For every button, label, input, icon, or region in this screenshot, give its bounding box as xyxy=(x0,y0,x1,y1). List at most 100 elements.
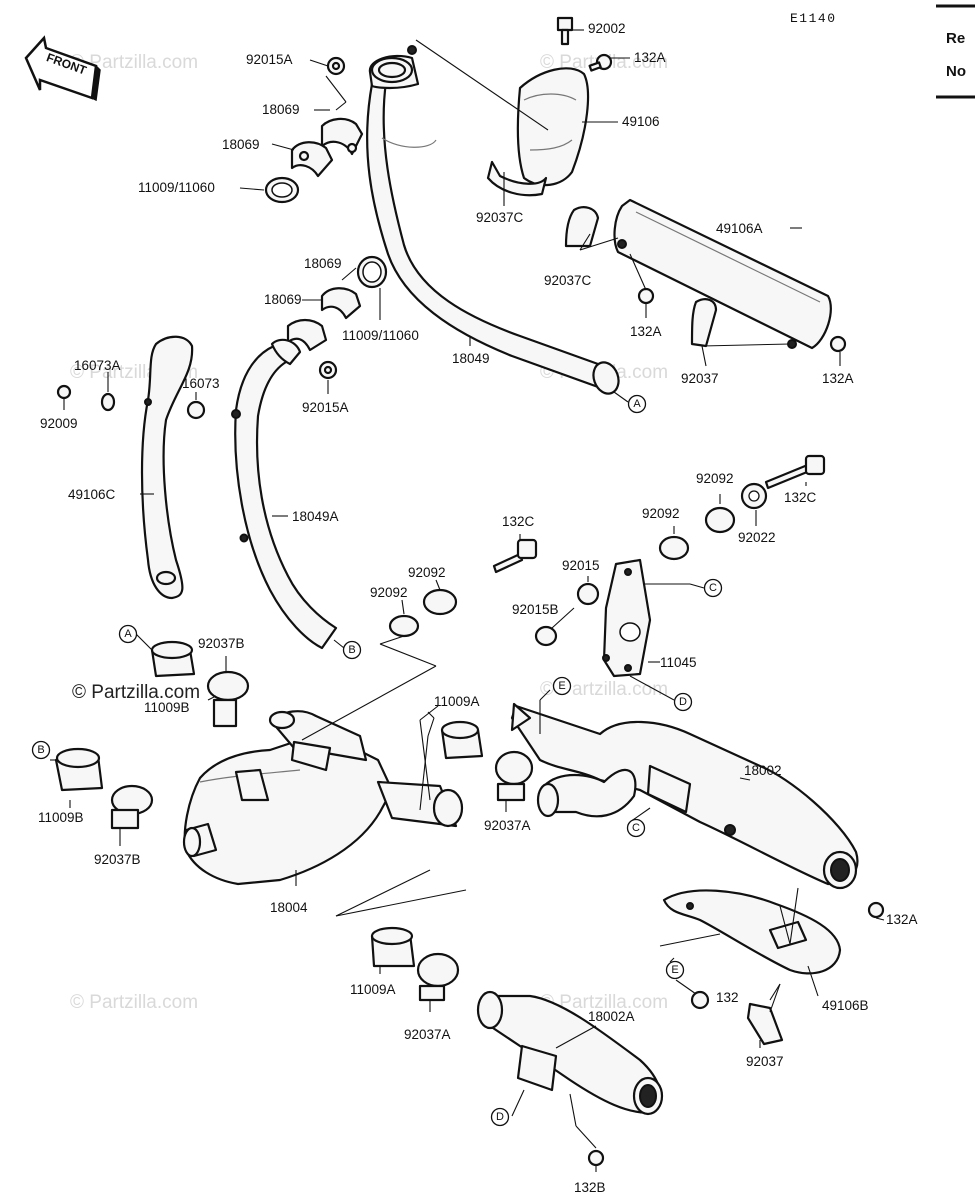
label-92022: 92022 xyxy=(738,530,776,545)
label-92092-2: 92092 xyxy=(370,585,408,600)
label-132A-right: 132A xyxy=(822,371,854,386)
ref-C-top: C xyxy=(703,578,723,598)
bolt-132A-lower xyxy=(867,901,885,919)
label-49106A: 49106A xyxy=(716,221,763,236)
ref-E-low: E xyxy=(665,960,685,980)
flange-18069-2 xyxy=(290,141,334,178)
label-92009: 92009 xyxy=(40,416,78,431)
muffler-18002A xyxy=(476,990,664,1116)
label-18002: 18002 xyxy=(744,763,782,778)
grommet-16073A xyxy=(100,392,116,412)
svg-text:A: A xyxy=(124,628,132,640)
bushing-92092-4 xyxy=(704,506,736,534)
label-92037B-left: 92037B xyxy=(94,852,141,867)
label-92037: 92037 xyxy=(681,371,719,386)
gasket-11009B-top xyxy=(150,640,196,678)
bushing-92092-3 xyxy=(658,535,690,561)
bolt-132B xyxy=(587,1149,605,1167)
collar-92015B xyxy=(534,625,558,647)
bracket-11045 xyxy=(602,558,652,678)
watermark-1: © Partzilla.com xyxy=(70,52,198,73)
ref-A-left: A xyxy=(118,624,138,644)
ref-B-left: B xyxy=(31,740,51,760)
svg-text:E: E xyxy=(671,964,678,976)
watermark-6: © Partzilla.com xyxy=(70,992,198,1013)
label-11009A-top: 11009A xyxy=(434,694,480,709)
corner-text-2: No xyxy=(946,63,966,80)
bushing-92092-2 xyxy=(388,614,420,638)
label-11045: 11045 xyxy=(660,655,697,670)
gasket-11009A-low xyxy=(370,926,416,968)
bolt-132A-mid xyxy=(637,287,655,305)
bolt-132A-right xyxy=(829,335,847,353)
ref-E-top: E xyxy=(552,676,572,696)
bolt-92009 xyxy=(56,384,72,400)
label-18049A: 18049A xyxy=(292,509,339,524)
reference-markers: A B C D E A B C E D xyxy=(31,394,723,1127)
washer-92022 xyxy=(740,482,768,510)
label-92037A-top: 92037A xyxy=(484,818,531,833)
label-92092-1: 92092 xyxy=(408,565,446,580)
svg-text:C: C xyxy=(632,822,640,834)
label-49106: 49106 xyxy=(622,114,660,129)
watermark-main: © Partzilla.com xyxy=(72,682,200,703)
label-18002A: 18002A xyxy=(588,1009,635,1024)
ref-B-top: B xyxy=(342,640,362,660)
heat-guard-49106B xyxy=(662,889,842,975)
bolt-132C-right xyxy=(764,454,826,490)
label-16073A: 16073A xyxy=(74,358,121,373)
label-18069-4: 18069 xyxy=(264,292,302,307)
flange-18069-1 xyxy=(320,117,364,156)
heat-guard-49106 xyxy=(486,67,590,197)
label-18004: 18004 xyxy=(270,900,308,915)
label-11009B-left: 11009B xyxy=(38,810,84,825)
label-11009-11060-mid: 11009/11060 xyxy=(342,328,419,343)
leader-lines xyxy=(50,29,885,1172)
label-92037A-low: 92037A xyxy=(404,1027,451,1042)
svg-text:D: D xyxy=(679,696,687,708)
clamp-92037B-left xyxy=(110,784,154,830)
label-132C-mid: 132C xyxy=(502,514,535,529)
corner-note: Re No xyxy=(936,4,975,99)
nut-92015A-mid xyxy=(318,360,338,380)
label-92002: 92002 xyxy=(588,21,626,36)
bolt-132C-mid xyxy=(492,538,538,574)
label-11009-11060-top: 11009/11060 xyxy=(138,180,215,195)
gasket-11009-11060-mid xyxy=(356,255,388,289)
corner-text-1: Re xyxy=(946,30,965,47)
label-132A-lower: 132A xyxy=(886,912,918,927)
bolt-132A-top xyxy=(588,53,613,72)
label-92037B-top: 92037B xyxy=(198,636,245,651)
label-132C-right: 132C xyxy=(784,490,817,505)
flange-18069-4 xyxy=(286,318,328,352)
label-16073: 16073 xyxy=(182,376,220,391)
ref-A-top: A xyxy=(627,394,647,414)
bushing-92092-1 xyxy=(422,588,458,616)
gasket-11009A-top xyxy=(440,720,484,760)
bolt-132-low xyxy=(690,990,710,1010)
front-arrow-icon: FRONT xyxy=(24,35,101,102)
diagram-code: E1140 xyxy=(790,11,837,26)
svg-text:A: A xyxy=(633,398,641,410)
label-92015A-top: 92015A xyxy=(246,52,293,67)
label-92092-3: 92092 xyxy=(642,506,680,521)
muffler-18002 xyxy=(510,702,859,890)
head-pipe-18049A xyxy=(231,338,338,650)
heat-guard-49106A xyxy=(564,198,832,350)
flange-18069-3 xyxy=(320,287,362,320)
label-92015: 92015 xyxy=(562,558,600,573)
watermark-7: © Partzilla.com xyxy=(540,992,668,1013)
gasket-11009B-left xyxy=(54,747,104,792)
label-18069-1: 18069 xyxy=(262,102,300,117)
label-11009B-top: 11009B xyxy=(144,700,190,715)
clamp-92037A-low xyxy=(416,952,460,1002)
label-49106B: 49106B xyxy=(822,998,869,1013)
label-92037-low: 92037 xyxy=(746,1054,784,1069)
ref-D-top: D xyxy=(673,692,693,712)
ref-D-low: D xyxy=(490,1107,510,1127)
label-18069-3: 18069 xyxy=(304,256,342,271)
label-132A-top: 132A xyxy=(634,50,666,65)
collar-92015 xyxy=(576,582,600,606)
label-132A-mid: 132A xyxy=(630,324,662,339)
